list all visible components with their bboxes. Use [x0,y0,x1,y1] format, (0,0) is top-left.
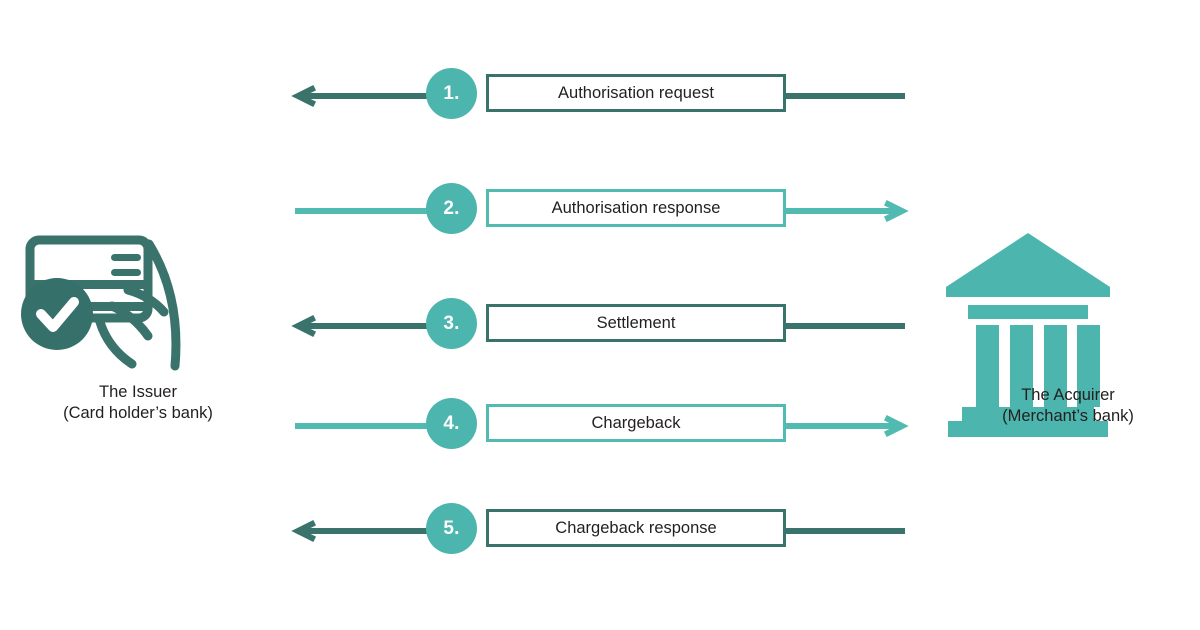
step-label-box: Chargeback [486,404,786,442]
step-label-box: Settlement [486,304,786,342]
actor-issuer-qualifier: (Card holder’s bank) [63,404,213,422]
step-number-badge: 5. [426,503,477,554]
flow-step-5: 5. Chargeback response [291,503,908,557]
step-number-label: 4. [443,412,460,434]
step-number-label: 1. [443,82,460,104]
flow-step-3: 3. Settlement [291,298,908,352]
actor-issuer-name: The Issuer [99,383,177,401]
hand-holding-card-with-check-icon [8,232,268,382]
step-label: Authorisation response [551,198,721,217]
step-number-label: 5. [443,517,460,539]
actor-acquirer-label: The Acquirer (Merchant’s bank) [938,386,1198,427]
step-label-box: Authorisation request [486,74,786,112]
step-number-badge: 1. [426,68,477,119]
actor-issuer-label: The Issuer (Card holder’s bank) [8,383,268,424]
flow-step-1: 1. Authorisation request [291,68,908,122]
step-label: Settlement [596,313,676,332]
actor-acquirer: The Acquirer (Merchant’s bank) [938,225,1198,437]
flow-step-4: 4. Chargeback [292,398,909,452]
step-number-badge: 2. [426,183,477,234]
step-number-label: 2. [443,197,460,219]
step-label: Chargeback [591,413,681,432]
step-number-badge: 3. [426,298,477,349]
actor-acquirer-name: The Acquirer [1021,386,1115,404]
flow-step-2: 2. Authorisation response [292,183,909,237]
flow-arrow-right-light [292,185,909,237]
step-label-box: Chargeback response [486,509,786,547]
step-label: Authorisation request [558,83,714,102]
actor-issuer: The Issuer (Card holder’s bank) [8,232,268,424]
step-label: Chargeback response [555,518,717,537]
step-number-label: 3. [443,312,460,334]
step-label-box: Authorisation response [486,189,786,227]
bank-building-icon [938,225,1198,437]
flow-arrow-right-light [292,400,909,452]
actor-acquirer-qualifier: (Merchant’s bank) [1002,407,1134,425]
step-number-badge: 4. [426,398,477,449]
